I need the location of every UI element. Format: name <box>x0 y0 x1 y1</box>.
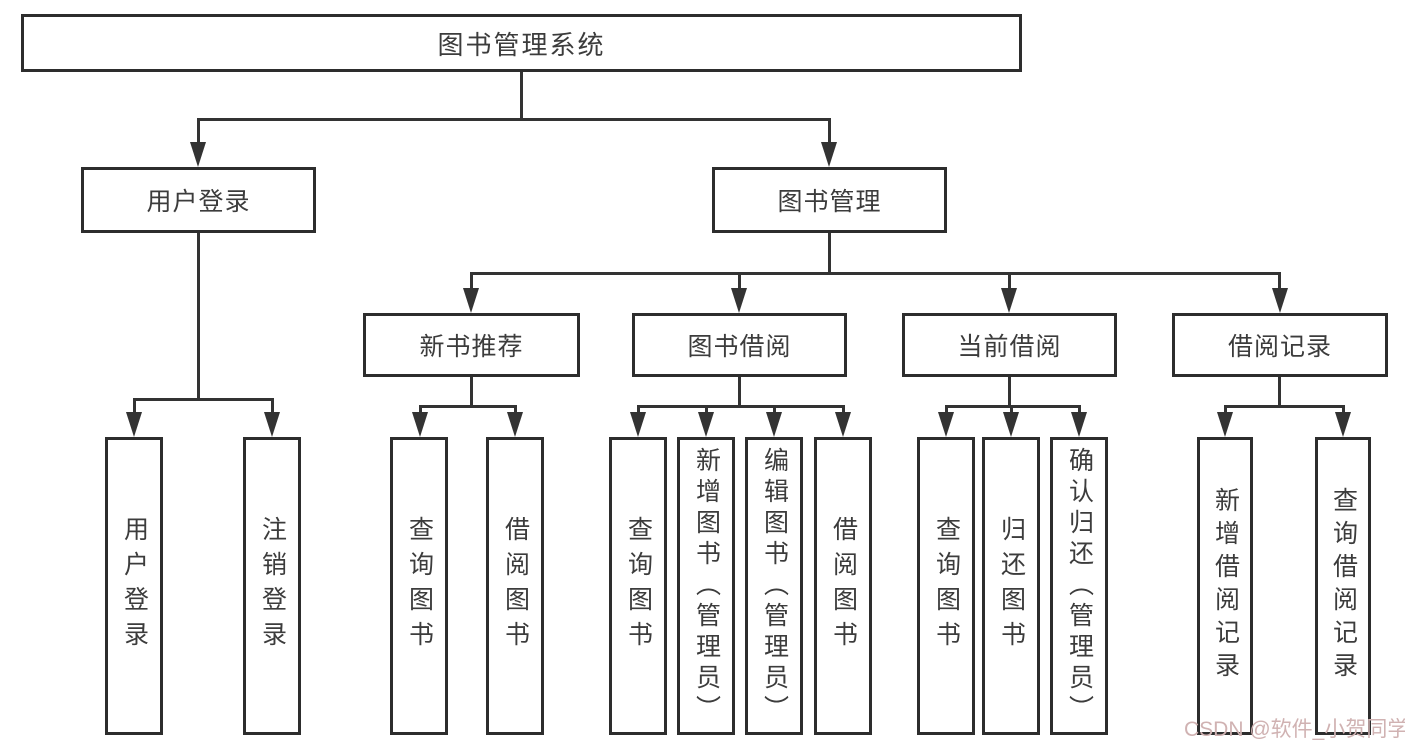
leaf-borrow-books: 借阅图书 <box>814 437 872 735</box>
arrow-down-icon <box>1003 412 1019 437</box>
connector-stem <box>271 398 274 414</box>
connector-stem <box>828 118 831 144</box>
node-user-login: 用户登录 <box>81 167 316 233</box>
arrow-down-icon <box>190 142 206 167</box>
leaf-query-books-borrow: 查询图书 <box>609 437 667 735</box>
connector-root-split <box>198 118 831 121</box>
leaf-add-books-admin: 新增图书（管理员） <box>677 437 735 735</box>
arrow-down-icon <box>821 142 837 167</box>
connector-stem <box>945 405 948 414</box>
arrow-down-icon <box>1272 288 1288 313</box>
arrow-down-icon <box>507 412 523 437</box>
arrow-down-icon <box>938 412 954 437</box>
arrow-down-icon <box>835 412 851 437</box>
connector-stem <box>1224 405 1227 414</box>
connector-stem <box>1008 377 1011 405</box>
connector-stem <box>705 405 708 414</box>
leaf-query-books-current: 查询图书 <box>917 437 975 735</box>
connector-stem <box>1342 405 1345 414</box>
connector-book-mgmt-stem <box>828 233 831 272</box>
arrow-down-icon <box>463 288 479 313</box>
arrow-down-icon <box>264 412 280 437</box>
connector-user-login-split <box>133 398 274 401</box>
connector-stem <box>1278 272 1281 289</box>
connector-split <box>1224 405 1345 408</box>
leaf-confirm-return-admin: 确认归还（管理员） <box>1050 437 1108 735</box>
arrow-down-icon <box>731 288 747 313</box>
connector-stem <box>514 405 517 414</box>
connector-stem <box>1078 405 1081 414</box>
leaf-return-books: 归还图书 <box>982 437 1040 735</box>
leaf-borrow-books-recommend: 借阅图书 <box>486 437 544 735</box>
arrow-down-icon <box>630 412 646 437</box>
connector-stem <box>738 272 741 289</box>
leaf-logout: 注销登录 <box>243 437 301 735</box>
node-library-management-system: 图书管理系统 <box>21 14 1022 72</box>
arrow-down-icon <box>698 412 714 437</box>
leaf-user-login: 用户登录 <box>105 437 163 735</box>
connector-root-stem <box>520 72 523 118</box>
connector-stem <box>197 118 200 144</box>
connector-stem <box>773 405 776 414</box>
node-book-management: 图书管理 <box>712 167 947 233</box>
connector-split <box>419 405 517 408</box>
connector-split <box>945 405 1081 408</box>
arrow-down-icon <box>412 412 428 437</box>
connector-stem <box>738 377 741 406</box>
arrow-down-icon <box>1071 412 1087 437</box>
connector-split <box>637 405 845 408</box>
connector-stem <box>470 272 473 289</box>
connector-stem <box>1010 405 1013 414</box>
arrow-down-icon <box>766 412 782 437</box>
node-current-borrowing: 当前借阅 <box>902 313 1117 377</box>
arrow-down-icon <box>1001 288 1017 313</box>
csdn-watermark: CSDN @软件_小贺同学 <box>1184 718 1405 741</box>
connector-book-mgmt-split <box>470 272 1281 275</box>
node-book-borrowing: 图书借阅 <box>632 313 847 377</box>
connector-stem <box>842 405 845 414</box>
leaf-add-borrow-record: 新增借阅记录 <box>1197 437 1253 735</box>
connector-stem <box>637 405 640 414</box>
arrow-down-icon <box>1335 412 1351 437</box>
leaf-query-borrow-record: 查询借阅记录 <box>1315 437 1371 735</box>
connector-stem <box>419 405 422 414</box>
arrow-down-icon <box>126 412 142 437</box>
node-new-book-recommendation: 新书推荐 <box>363 313 580 377</box>
arrow-down-icon <box>1217 412 1233 437</box>
node-borrowing-records: 借阅记录 <box>1172 313 1388 377</box>
connector-stem <box>133 398 136 414</box>
connector-stem <box>470 377 473 405</box>
connector-stem <box>1008 272 1011 289</box>
leaf-edit-books-admin: 编辑图书（管理员） <box>745 437 803 735</box>
leaf-query-books-recommend: 查询图书 <box>390 437 448 735</box>
connector-stem <box>1278 377 1281 405</box>
connector-user-login-stem <box>197 233 200 398</box>
